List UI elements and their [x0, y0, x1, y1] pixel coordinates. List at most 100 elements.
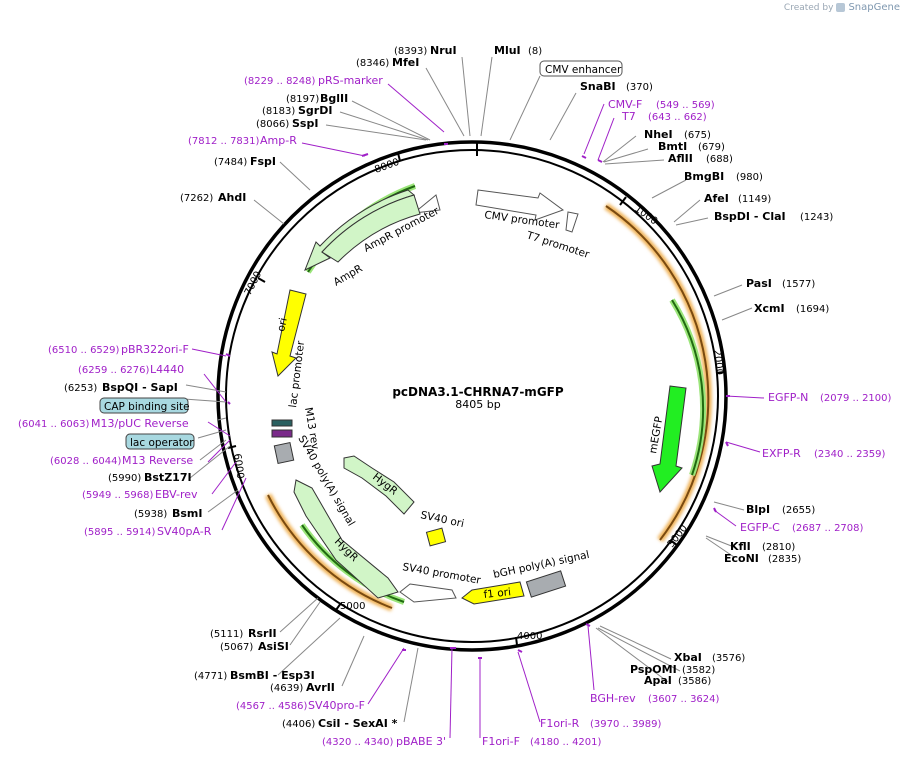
primer-name: pRS-marker [318, 74, 383, 87]
feature-shapes [271, 189, 687, 605]
enzyme-position: (3582) [682, 665, 715, 676]
primer-name: T7 [621, 110, 636, 123]
credit-prefix: Created by [783, 2, 834, 13]
primer-name: M13 Reverse [122, 454, 193, 467]
enzyme-name: BglII [320, 92, 348, 105]
lac-operator-label: lac operator [130, 437, 194, 449]
snapgene-credit: Created by SnapGene [784, 2, 900, 13]
enzyme-position: (7484) [214, 157, 247, 168]
primer-range: (643 .. 662) [648, 112, 707, 123]
enzyme-name: EcoNI [724, 552, 759, 565]
enzyme-name: XcmI [754, 302, 785, 315]
primer-name: F1ori-F [482, 735, 520, 748]
primer-name: SV40pA-R [157, 525, 212, 538]
enzyme-name: RsrII [248, 627, 277, 640]
enzyme-position: (4406) [282, 719, 315, 730]
enzyme-name: BlpI [746, 503, 770, 516]
primer-name: EBV-rev [155, 488, 198, 501]
primer-range: (3970 .. 3989) [590, 719, 662, 730]
primer-name: M13/pUC Reverse [91, 417, 189, 430]
feature-label: ori [275, 317, 290, 333]
enzyme-position: (3576) [712, 653, 745, 664]
enzyme-name: BmgBI [684, 170, 724, 183]
primer-name: pBABE 3' [396, 735, 446, 748]
credit-brand: SnapGene [848, 2, 900, 13]
primer-range: (3607 .. 3624) [648, 694, 720, 705]
sv40-polya-box [273, 441, 295, 465]
tick-label: 2000 [711, 349, 725, 375]
tick-label: 1000 [632, 204, 659, 228]
tick-label: 6000 [231, 453, 245, 480]
cmv-enhancer-label: CMV enhancer [545, 64, 622, 76]
primer-range: (2340 .. 2359) [814, 449, 886, 460]
tick-label: 5000 [340, 601, 365, 612]
enzyme-position: (4639) [270, 683, 303, 694]
enzyme-name: FspI [250, 155, 276, 168]
enzyme-name: XbaI [674, 651, 702, 664]
primer-range: (8229 .. 8248) [244, 76, 316, 87]
enzyme-name: BstZ17I [144, 471, 192, 484]
primer-marks [225, 143, 730, 659]
enzyme-name: SgrDI [298, 104, 332, 117]
enzyme-name: AflII [668, 152, 693, 165]
primer-leader-lines [191, 83, 765, 739]
primer-range: (6259 .. 6276) [78, 365, 150, 376]
enzyme-name: BsmI [172, 507, 203, 520]
primer-name: EXFP-R [762, 447, 801, 460]
f1-ori-arrow [461, 581, 525, 605]
enzyme-position: (5111) [210, 629, 243, 640]
sv40-promoter-arrow [399, 583, 457, 603]
tick-label: 4000 [517, 631, 542, 642]
primer-range: (549 .. 569) [656, 100, 715, 111]
primer-range: (7812 .. 7831) [188, 136, 260, 147]
primer-name: pBR322ori-F [121, 343, 189, 356]
enzyme-position: (8066) [256, 119, 289, 130]
primer-range: (4180 .. 4201) [530, 737, 602, 748]
enzyme-position: (1149) [738, 194, 771, 205]
enzyme-position: (1694) [796, 304, 829, 315]
primer-range: (4567 .. 4586) [236, 701, 308, 712]
enzyme-name: PasI [746, 277, 772, 290]
feature-label: SV40 promoter [401, 561, 482, 587]
primer-name: SV40pro-F [308, 699, 365, 712]
snapgene-logo-icon [836, 3, 846, 12]
enzyme-name: BspQI - SapI [102, 381, 178, 394]
enzyme-name: CsiI - SexAI * [318, 717, 398, 730]
enzyme-position: (5938) [134, 509, 167, 520]
enzyme-name: ApaI [644, 674, 672, 687]
enzyme-position: (5067) [220, 642, 253, 653]
enzyme-name: SspI [292, 117, 318, 130]
enzyme-position: (8393) [394, 46, 427, 57]
feature-label: SV40 ori [419, 509, 465, 530]
ori-arrow [271, 289, 307, 377]
ampr-arrow-tail [321, 194, 421, 263]
leader-lines [183, 56, 753, 723]
primer-range: (6041 .. 6063) [18, 419, 90, 430]
primer-name: EGFP-N [768, 391, 808, 404]
enzyme-position: (8) [528, 46, 542, 57]
primer-name: Amp-R [260, 134, 297, 147]
enzyme-position: (2655) [782, 505, 815, 516]
enzyme-position: (980) [736, 172, 763, 183]
primer-name: CMV-F [608, 98, 642, 111]
enzyme-position: (8197) [286, 94, 319, 105]
enzyme-name: AvrII [306, 681, 335, 694]
enzyme-name: PspOMI [630, 663, 677, 676]
lac-operator-box [271, 429, 293, 438]
primer-name: EGFP-C [740, 521, 780, 534]
enzyme-position: (5990) [108, 473, 141, 484]
enzyme-name: BspDI - ClaI [714, 210, 786, 223]
enzyme-name: SnaBI [580, 80, 616, 93]
primer-range: (2687 .. 2708) [792, 523, 864, 534]
enzyme-position: (2810) [762, 542, 795, 553]
enzyme-name: MluI [494, 44, 521, 57]
primer-range: (4320 .. 4340) [322, 737, 394, 748]
enzyme-position: (7262) [180, 193, 213, 204]
feature-label: f1 ori [483, 586, 511, 601]
enzyme-position: (2835) [768, 554, 801, 565]
primer-name: L4440 [150, 363, 184, 376]
enzyme-position: (370) [626, 82, 653, 93]
megfp-arrow [651, 385, 687, 493]
primer-range: (6028 .. 6044) [50, 456, 122, 467]
